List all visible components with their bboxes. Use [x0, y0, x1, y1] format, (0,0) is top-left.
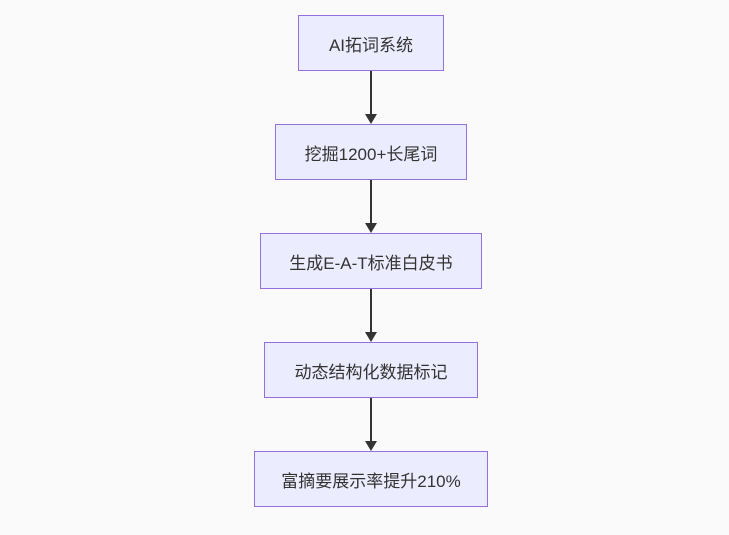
arrow-down-icon — [365, 223, 377, 233]
flow-arrow-down-1 — [364, 71, 378, 124]
flow-node-label: 生成E-A-T标准白皮书 — [289, 253, 453, 273]
flow-node-longtail-mining: 挖掘1200+长尾词 — [275, 124, 467, 180]
flow-node-label: 富摘要展示率提升210% — [281, 471, 461, 491]
flow-arrow-down-4 — [364, 398, 378, 451]
flow-arrow-down-2 — [364, 180, 378, 233]
arrow-down-icon — [365, 441, 377, 451]
flow-node-label: 动态结构化数据标记 — [294, 362, 448, 382]
arrow-shaft — [370, 398, 372, 442]
arrow-down-icon — [365, 332, 377, 342]
arrow-shaft — [370, 289, 372, 333]
flow-node-ai-keyword-system: AI拓词系统 — [298, 15, 444, 71]
arrow-down-icon — [365, 114, 377, 124]
flow-node-eat-whitepaper: 生成E-A-T标准白皮书 — [260, 233, 482, 289]
arrow-shaft — [370, 71, 372, 115]
flow-node-label: 挖掘1200+长尾词 — [304, 144, 438, 164]
flow-node-structured-data-markup: 动态结构化数据标记 — [264, 342, 478, 398]
flow-node-label: AI拓词系统 — [328, 35, 414, 55]
flow-arrow-down-3 — [364, 289, 378, 342]
flow-node-rich-snippet-result: 富摘要展示率提升210% — [254, 451, 488, 507]
arrow-shaft — [370, 180, 372, 224]
